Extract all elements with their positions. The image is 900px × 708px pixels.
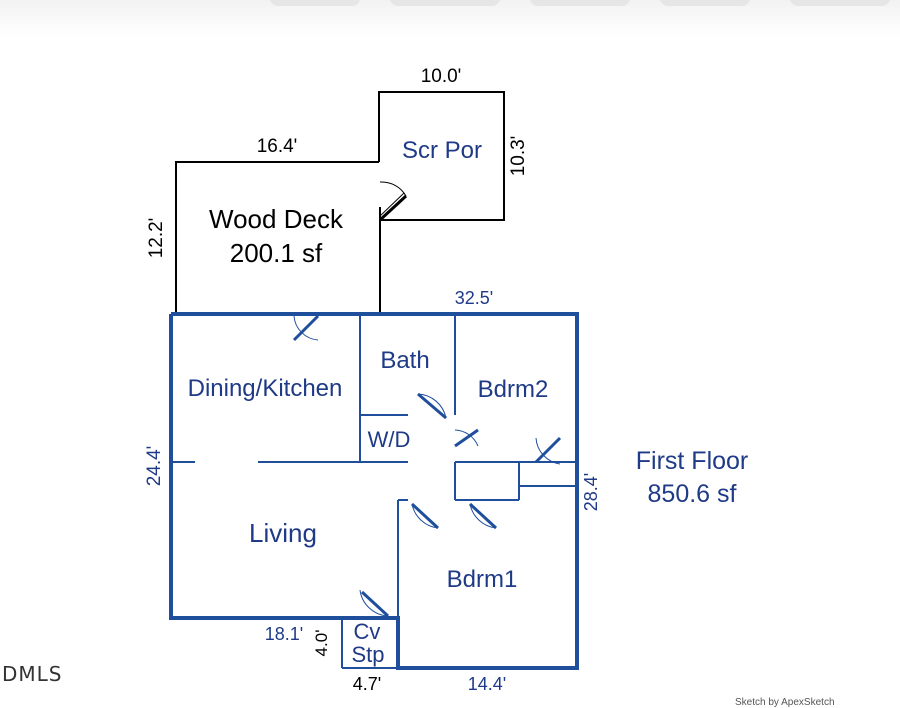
porch-door-swing (378, 181, 408, 222)
floor-dim-top: 32.5' (455, 288, 493, 308)
room-cv-stp-line1: Cv (354, 619, 381, 644)
interior-door-swings (292, 314, 562, 618)
deck-area: 200.1 sf (230, 238, 323, 268)
deck-dim-left: 12.2' (146, 218, 167, 259)
sketch-credit: Sketch by ApexSketch (735, 697, 835, 708)
floor-dim-left: 24.4' (144, 446, 165, 487)
room-bath: Bath (380, 347, 429, 374)
first-floor-exterior-walls (169, 312, 579, 670)
floor-dim-right: 28.4' (581, 473, 601, 511)
porch-dim-top: 10.0' (421, 66, 462, 87)
floor-dim-bottom: 14.4' (468, 674, 506, 694)
strip-shape (790, 0, 890, 6)
top-image-strip (0, 0, 900, 44)
room-bdrm2: Bdrm2 (478, 376, 549, 403)
screened-porch-outline (378, 91, 505, 221)
strip-shape (270, 0, 360, 6)
first-floor-interior-walls (171, 314, 577, 669)
porch-dim-right: 10.3' (508, 136, 529, 177)
strip-shape (530, 0, 630, 6)
room-living: Living (249, 518, 317, 548)
room-wd: W/D (368, 427, 411, 452)
floor-dim-step-width: 4.7' (353, 674, 381, 694)
strip-shape (660, 0, 750, 6)
watermark-logo: DMLS (2, 662, 63, 686)
porch-room-name: Scr Por (402, 137, 482, 164)
room-cv-stp-line2: Stp (351, 642, 384, 667)
strip-shape (390, 0, 500, 6)
floor-dim-step-height: 4.0' (312, 630, 331, 657)
room-dining-kitchen: Dining/Kitchen (188, 375, 343, 402)
deck-dim-top: 16.4' (257, 136, 298, 157)
floor-label: First Floor (636, 447, 749, 475)
room-bdrm1: Bdrm1 (447, 566, 518, 593)
floor-area: 850.6 sf (648, 480, 737, 508)
deck-room-name: Wood Deck (209, 204, 344, 234)
floor-dim-step-left: 18.1' (265, 624, 303, 644)
